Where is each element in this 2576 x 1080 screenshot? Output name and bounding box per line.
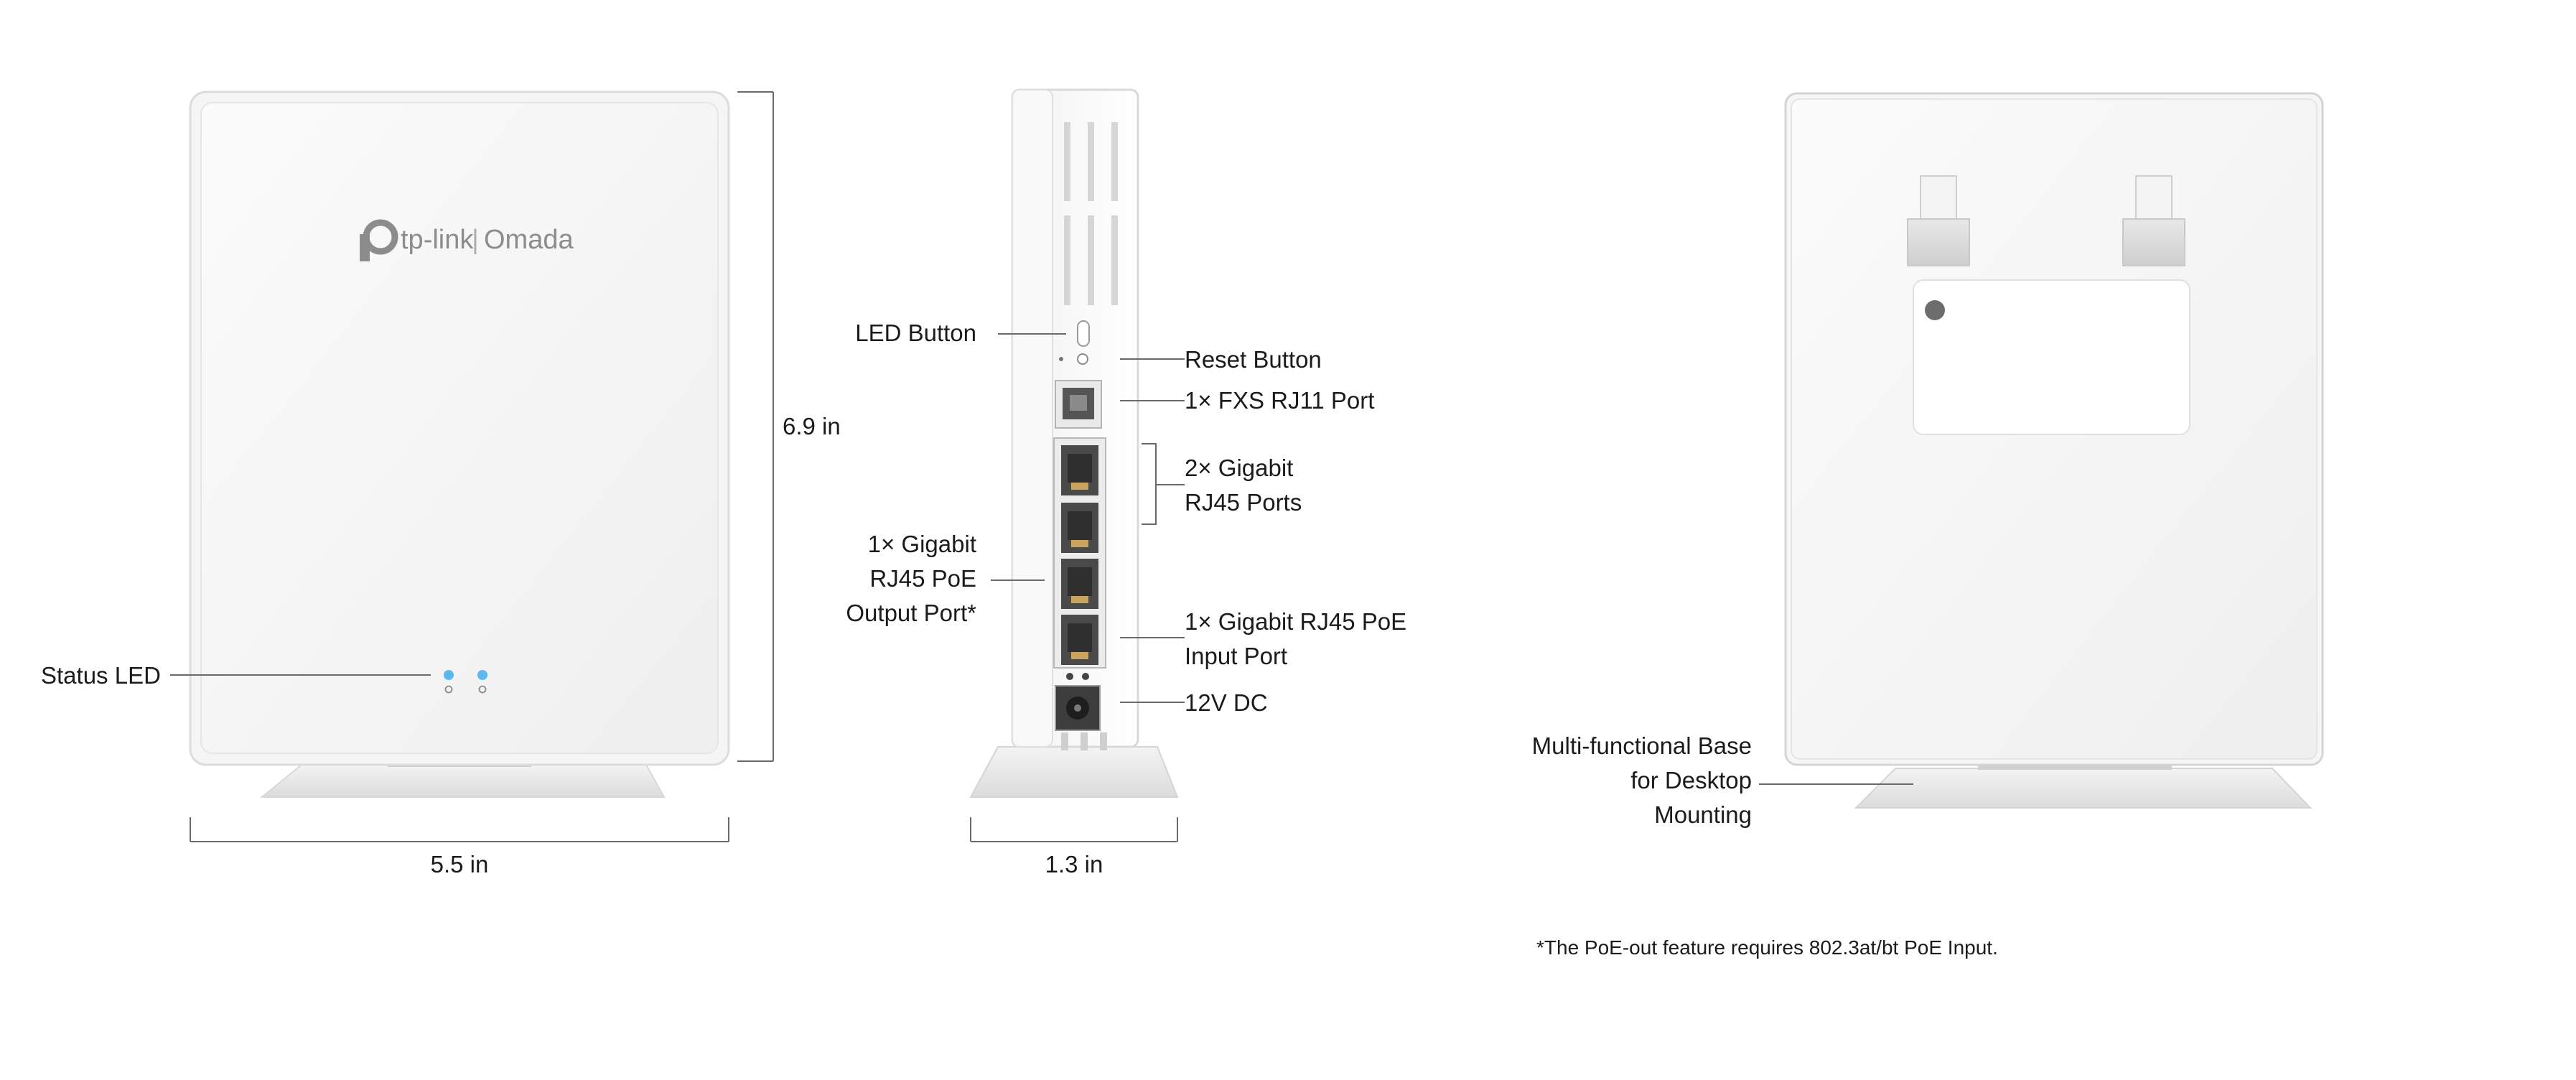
width-dimension	[190, 817, 729, 842]
reset-button	[1077, 353, 1088, 365]
poe-out-label-3: Output Port*	[846, 600, 976, 626]
width-label: 5.5 in	[430, 851, 489, 878]
vents	[1064, 122, 1118, 305]
screw-hole-icon	[1925, 300, 1945, 320]
gigabit-ports-label-1: 2× Gigabit	[1185, 455, 1294, 481]
rj45-port-1	[1061, 445, 1098, 495]
fxs-port-label: 1× FXS RJ11 Port	[1185, 387, 1375, 414]
side-leaders	[991, 333, 1185, 703]
back-view	[1759, 92, 2324, 809]
logo-product: Omada	[484, 225, 574, 255]
front-panel	[200, 102, 719, 754]
side-stand	[969, 746, 1179, 798]
height-label: 6.9 in	[783, 413, 841, 439]
mounting-clip-left	[1907, 175, 1970, 266]
rj45-port-poe-out	[1061, 559, 1098, 609]
depth-dimension	[970, 817, 1178, 842]
power-icon	[444, 685, 453, 694]
logo-separator: |	[472, 225, 479, 255]
dc-label: 12V DC	[1185, 689, 1268, 716]
rj45-port-poe-in	[1061, 615, 1098, 665]
tp-link-logo-icon	[360, 219, 398, 261]
poe-in-label-1: 1× Gigabit RJ45 PoE	[1185, 608, 1407, 635]
base-label-1: Multi-functional Base	[1531, 732, 1752, 759]
rj45-ports	[1053, 437, 1106, 669]
base-label-3: Mounting	[1654, 801, 1752, 828]
led-button-label: LED Button	[855, 320, 976, 346]
gigabit-ports-label-2: RJ45 Ports	[1185, 489, 1302, 516]
side-feet	[1061, 732, 1107, 750]
front-stand	[260, 763, 666, 798]
poe-in-label-2: Input Port	[1185, 643, 1288, 669]
status-led-label: Status LED	[41, 662, 161, 689]
led-button	[1077, 320, 1090, 347]
depth-label: 1.3 in	[1045, 851, 1103, 878]
fxs-rj11-port	[1055, 380, 1102, 429]
dc-jack	[1055, 685, 1101, 731]
mounting-clip-right	[2122, 175, 2185, 266]
height-dimension	[737, 91, 774, 762]
reset-button-label: Reset Button	[1185, 346, 1322, 373]
back-stand	[1854, 765, 2313, 809]
poe-out-label-2: RJ45 PoE	[869, 565, 976, 592]
gear-icon	[478, 685, 487, 694]
side-view	[969, 88, 1185, 842]
front-view: tp-link | Omada	[170, 90, 774, 842]
rj45-port-2	[1061, 503, 1098, 553]
base-label-2: for Desktop	[1630, 767, 1752, 793]
logo-brand: tp-link	[401, 225, 474, 255]
label-plate	[1913, 279, 2190, 435]
poe-footnote: *The PoE-out feature requires 802.3at/bt…	[1536, 936, 1998, 959]
poe-out-label-1: 1× Gigabit	[867, 531, 976, 557]
status-leds	[444, 670, 487, 694]
